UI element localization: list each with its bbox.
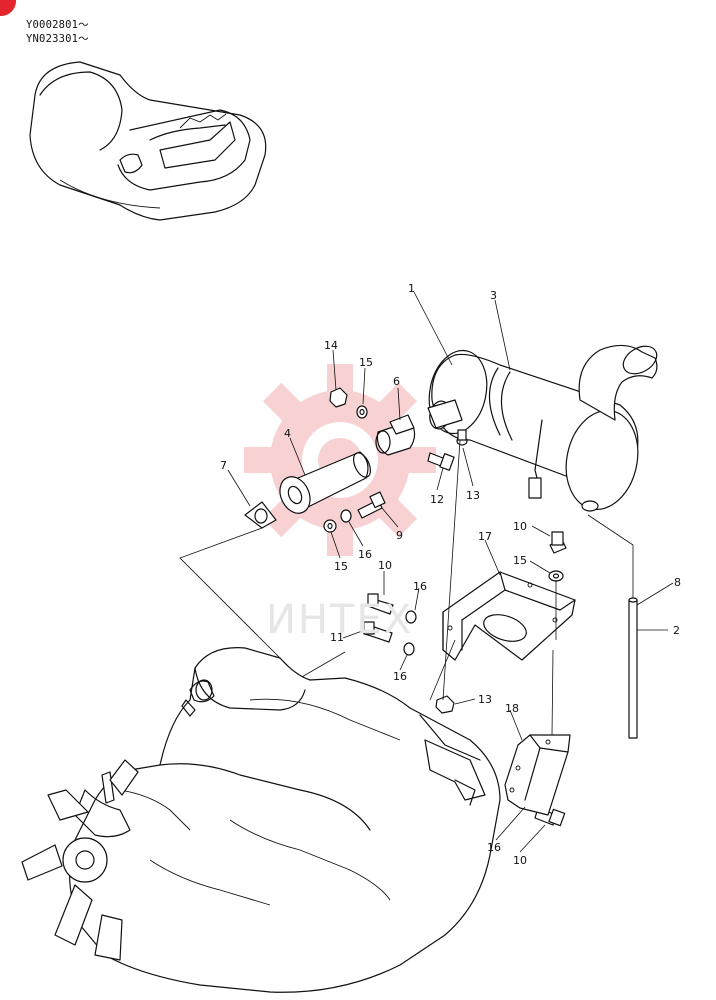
exhaust-pipe-part-4 (279, 451, 371, 514)
callout-16-d: 16 (487, 841, 501, 854)
cooling-fan (21, 759, 139, 961)
callout-15-b: 15 (334, 560, 348, 573)
callout-17: 17 (478, 530, 492, 543)
callout-10-b: 10 (378, 559, 392, 572)
callout-16-a: 16 (358, 548, 372, 561)
callout-6: 6 (393, 375, 400, 388)
callout-18: 18 (505, 702, 519, 715)
engine-block (68, 647, 501, 993)
muffler-assembly (427, 344, 658, 512)
callout-numbers: 1 3 14 15 6 4 7 12 13 9 16 15 10 15 17 8… (220, 282, 681, 867)
callout-16-b: 16 (413, 580, 427, 593)
clamp-part-6 (375, 414, 416, 456)
callout-9: 9 (396, 529, 403, 542)
callout-12: 12 (430, 493, 444, 506)
callout-15-c: 15 (513, 554, 527, 567)
callout-16-c: 16 (393, 670, 407, 683)
watermark-text: ИНТЕХ (266, 597, 414, 643)
callout-leaders (227, 291, 674, 853)
callout-1: 1 (408, 282, 415, 295)
serial-range-1: Y0002801～ (26, 19, 89, 31)
assembly-guide-lines (179, 439, 634, 736)
callout-2: 2 (673, 624, 680, 637)
callout-11: 11 (330, 631, 344, 644)
callout-15-a: 15 (359, 356, 373, 369)
callout-4: 4 (284, 427, 291, 440)
gasket-part-7 (244, 501, 277, 529)
bracket-part-17 (442, 571, 576, 661)
callout-3: 3 (490, 289, 497, 302)
callout-7: 7 (220, 459, 227, 472)
callout-13-a: 13 (466, 489, 480, 502)
callout-14: 14 (324, 339, 338, 352)
bracket-part-18 (504, 734, 571, 816)
callout-8: 8 (674, 576, 681, 589)
callout-10-a: 10 (513, 520, 527, 533)
machine-overview-inset (29, 61, 267, 221)
tail-pipe-part-2 (628, 597, 638, 739)
callout-13-b: 13 (478, 693, 492, 706)
callout-10-c: 10 (513, 854, 527, 867)
serial-range-2: YN023301～ (26, 33, 89, 45)
